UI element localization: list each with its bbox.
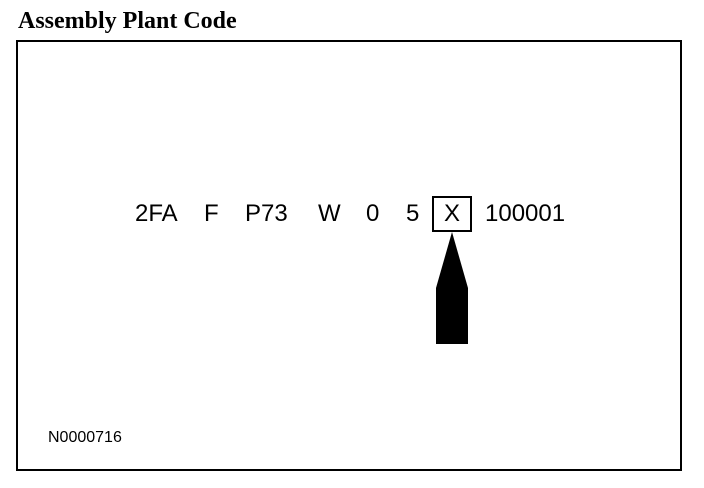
- vin-segment-serial-number: 100001: [485, 200, 566, 227]
- vin-segment-wmi: 2FA: [135, 200, 178, 227]
- vin-segment-line-series-body: P73: [245, 200, 288, 227]
- up-arrow-icon: [436, 232, 468, 344]
- vin-segment-assembly-plant: X: [432, 196, 472, 232]
- vin-segment-check-digit: 0: [366, 200, 380, 227]
- diagram-frame: [16, 40, 682, 471]
- figure-id: N0000716: [48, 429, 122, 446]
- vin-segment-restraint: F: [204, 200, 219, 227]
- vin-segment-model-year: 5: [406, 200, 420, 227]
- vin-number: 2FA F P73 W 0 5 X 100001: [0, 196, 704, 232]
- vin-segment-engine: W: [318, 200, 341, 227]
- diagram-title: Assembly Plant Code: [18, 8, 237, 34]
